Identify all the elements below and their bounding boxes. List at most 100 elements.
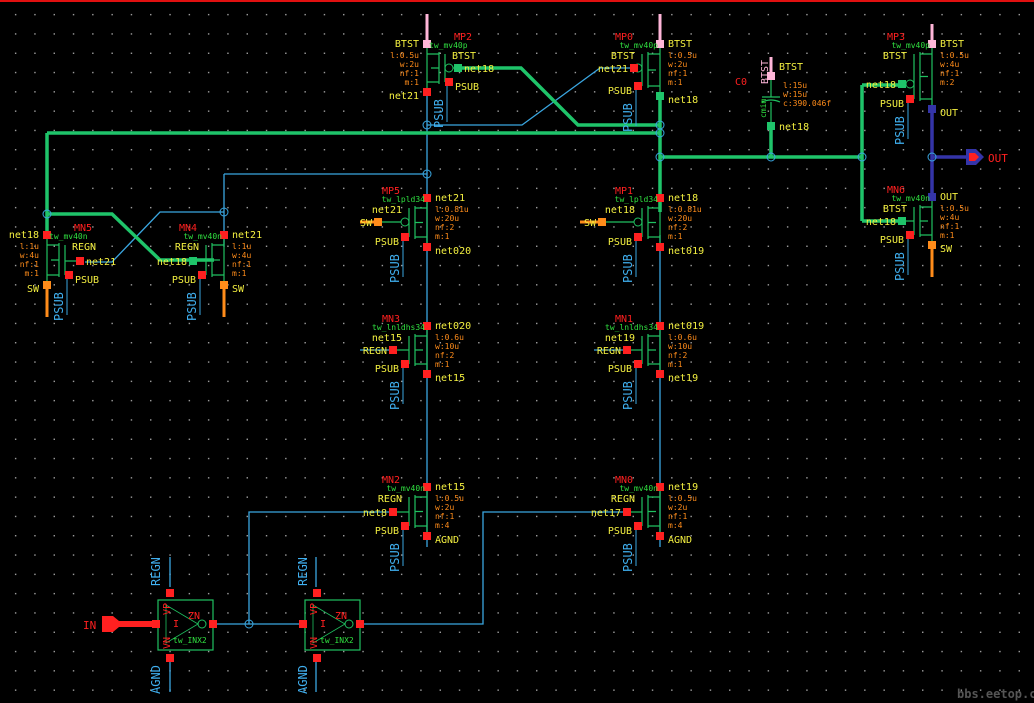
output-pin-out[interactable]: OUT <box>966 149 1008 165</box>
pin-bulk[interactable] <box>401 522 409 530</box>
pin-bottom[interactable] <box>423 370 431 378</box>
pin-bottom[interactable] <box>656 370 664 378</box>
pin-gate[interactable] <box>76 257 84 265</box>
capacitor-c0[interactable]: C0 BTST BTST cmim l:15u w:15u c:390.046f… <box>735 60 831 133</box>
pin-bottom[interactable] <box>767 122 775 130</box>
pin-bulk[interactable] <box>634 82 642 90</box>
bus-net18-mn4-gate[interactable] <box>47 212 214 262</box>
device-param: m:1 <box>940 231 955 240</box>
net-label-extra: net18 <box>605 205 635 216</box>
pin-top[interactable] <box>43 231 51 239</box>
wire-net8-mn2[interactable] <box>248 511 393 624</box>
pin-bulk[interactable] <box>401 233 409 241</box>
pin-bottom[interactable] <box>423 532 431 540</box>
pin-bottom[interactable] <box>423 88 431 96</box>
transistor-mp1[interactable]: MP1tw_lpld34net18SWPSUBnet18l:0.81uw:20u… <box>584 186 704 283</box>
pin-in[interactable] <box>152 620 160 628</box>
transistor-mn4[interactable]: MN4tw_mv40nREGNnet18PSUBnet21l:1uw:4unf:… <box>157 223 262 321</box>
pin-bottom[interactable] <box>43 281 51 289</box>
pin-top[interactable] <box>220 231 228 239</box>
inverter-ground-label: AGND <box>149 665 163 694</box>
transistor-mp5[interactable]: MP5tw_lpld34net21SWPSUBnet21l:0.81uw:20u… <box>360 186 471 283</box>
pin-gate[interactable] <box>898 217 906 225</box>
pin-gate[interactable] <box>389 346 397 354</box>
net-label-top: net21 <box>232 230 262 241</box>
transistor-mp3[interactable]: MP3tw_mv40pBTSTnet18PSUBBTSTl:0.5uw:4unf… <box>866 32 969 145</box>
device-param: w:2u <box>435 503 454 512</box>
pin-bulk[interactable] <box>65 271 73 279</box>
transistor-mn1[interactable]: MN1tw_lnldhs34net19REGNPSUBnet019l:0.6uw… <box>597 314 704 410</box>
wire-net21-mp0-gate[interactable] <box>427 67 634 126</box>
pin-out[interactable] <box>209 620 217 628</box>
inverter-model: tw_INX2 <box>320 636 354 645</box>
pin-ground[interactable] <box>313 654 321 662</box>
transistor-mn0[interactable]: MN0tw_mv40nREGNnet17PSUBnet19l:0.5uw:2un… <box>591 475 698 572</box>
pin-gate[interactable] <box>598 218 606 226</box>
pin-bulk[interactable] <box>401 360 409 368</box>
pin-top[interactable] <box>928 193 936 201</box>
transistor-mp0[interactable]: MP0tw_mv40pBTSTnet21PSUBBTSTl:0.5uw:2unf… <box>598 32 698 132</box>
net-label-extra: net21 <box>372 205 402 216</box>
pin-bottom[interactable] <box>928 241 936 249</box>
pin-gate[interactable] <box>454 64 462 72</box>
pin-bottom[interactable] <box>656 92 664 100</box>
pin-out[interactable] <box>356 620 364 628</box>
pin-top[interactable] <box>656 194 664 202</box>
transistor-mp2[interactable]: MP2tw_mv40pBTSTnet18PSUBBTSTl:0.5uw:2unf… <box>389 32 494 128</box>
pin-gate[interactable] <box>623 508 631 516</box>
wire-net17[interactable] <box>360 511 627 625</box>
pin-bottom[interactable] <box>220 281 228 289</box>
pin-in[interactable] <box>299 620 307 628</box>
inverter-pin-in: I <box>320 619 326 630</box>
wire-sw[interactable] <box>45 220 934 317</box>
wire-btst[interactable] <box>425 14 934 76</box>
pin-bottom[interactable] <box>656 243 664 251</box>
pin-bulk[interactable] <box>634 233 642 241</box>
device-name: MP2 <box>454 32 472 43</box>
pin-bulk[interactable] <box>906 95 914 103</box>
transistor-mn5[interactable]: MN5tw_mv40nREGNnet21PSUBnet18l:1uw:4unf:… <box>9 223 116 321</box>
junction-markers <box>42 120 937 629</box>
pin-gate[interactable] <box>189 257 197 265</box>
pin-gate[interactable] <box>374 218 382 226</box>
pin-bulk[interactable] <box>198 271 206 279</box>
pin-bottom[interactable] <box>928 105 936 113</box>
pin-bulk[interactable] <box>906 231 914 239</box>
pin-gate[interactable] <box>623 346 631 354</box>
transistor-mn6[interactable]: MN6tw_mv40nBTSTnet18PSUBOUTl:0.5uw:4unf:… <box>866 185 969 281</box>
pin-bulk[interactable] <box>634 360 642 368</box>
pin-bulk[interactable] <box>445 78 453 86</box>
pin-gate[interactable] <box>389 508 397 516</box>
transistor-mn2[interactable]: MN2tw_mv40nREGNnet8PSUBnet15l:0.5uw:2unf… <box>363 475 465 572</box>
pin-top[interactable] <box>656 40 664 48</box>
pin-top[interactable] <box>767 72 775 80</box>
pin-gate[interactable] <box>898 80 906 88</box>
device-model: tw_mv40n <box>183 232 222 241</box>
pin-top[interactable] <box>656 483 664 491</box>
pin-top[interactable] <box>423 483 431 491</box>
pin-top[interactable] <box>928 40 936 48</box>
pin-top[interactable] <box>423 194 431 202</box>
device-name: MN5 <box>74 223 92 234</box>
input-pin-in[interactable]: IN <box>83 616 152 632</box>
pin-top[interactable] <box>656 322 664 330</box>
pin-gate[interactable] <box>630 64 638 72</box>
pin-bottom[interactable] <box>656 532 664 540</box>
transistor-mn3[interactable]: MN3tw_lnldhs34net15REGNPSUBnet020l:0.6uw… <box>363 314 471 410</box>
bulk-label: PSUB <box>608 364 632 375</box>
pin-ground[interactable] <box>166 654 174 662</box>
capacitor-model: cmim <box>759 99 768 118</box>
bus-net18-mp2-gate[interactable] <box>458 66 660 127</box>
pin-supply[interactable] <box>166 589 174 597</box>
capacitor-symbol-icon <box>761 80 781 126</box>
device-name: MP1 <box>615 186 633 197</box>
pin-bulk[interactable] <box>634 522 642 530</box>
pin-bottom[interactable] <box>423 243 431 251</box>
pin-supply[interactable] <box>313 589 321 597</box>
pin-top[interactable] <box>423 322 431 330</box>
pin-top[interactable] <box>423 40 431 48</box>
